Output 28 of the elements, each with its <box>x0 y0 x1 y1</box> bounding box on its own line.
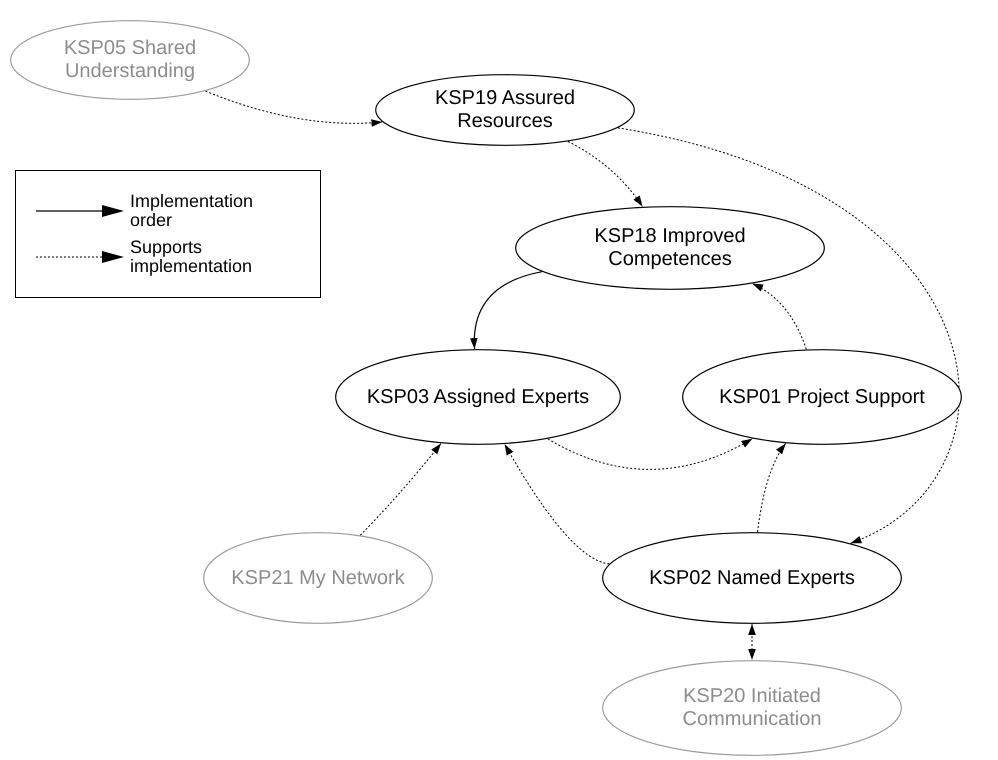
arrow <box>547 438 753 470</box>
node-label: KSP19 Assured Resources <box>434 87 576 133</box>
ellipse-node <box>203 532 433 624</box>
ellipse-node <box>602 660 902 756</box>
arrow <box>504 444 610 564</box>
ellipse-node <box>335 349 621 445</box>
node-label: KSP03 Assigned Experts <box>366 386 590 408</box>
arrow <box>748 624 756 660</box>
node-label: KSP05 Shared Understanding <box>62 37 198 83</box>
ellipse-node <box>602 532 902 624</box>
ellipse-node <box>682 349 962 445</box>
arrow <box>360 442 442 536</box>
ellipse-node <box>10 20 250 100</box>
node-label: KSP01 Project Support <box>718 386 926 408</box>
legend-label: Implementation order <box>130 192 254 230</box>
arrow <box>752 283 807 350</box>
ellipse-node <box>515 206 825 290</box>
node-label: KSP18 Improved Competences <box>593 225 747 271</box>
ellipse-node <box>375 74 635 146</box>
node-label: KSP20 Initiated Communication <box>682 685 822 731</box>
legend-label: Supports implementation <box>130 238 254 276</box>
arrow <box>470 271 542 350</box>
arrow <box>567 141 644 208</box>
arrow <box>757 442 786 533</box>
node-label: KSP21 My Network <box>230 566 406 590</box>
arrow <box>617 127 959 544</box>
node-label: KSP02 Named Experts <box>648 566 856 590</box>
arrow <box>205 90 383 127</box>
